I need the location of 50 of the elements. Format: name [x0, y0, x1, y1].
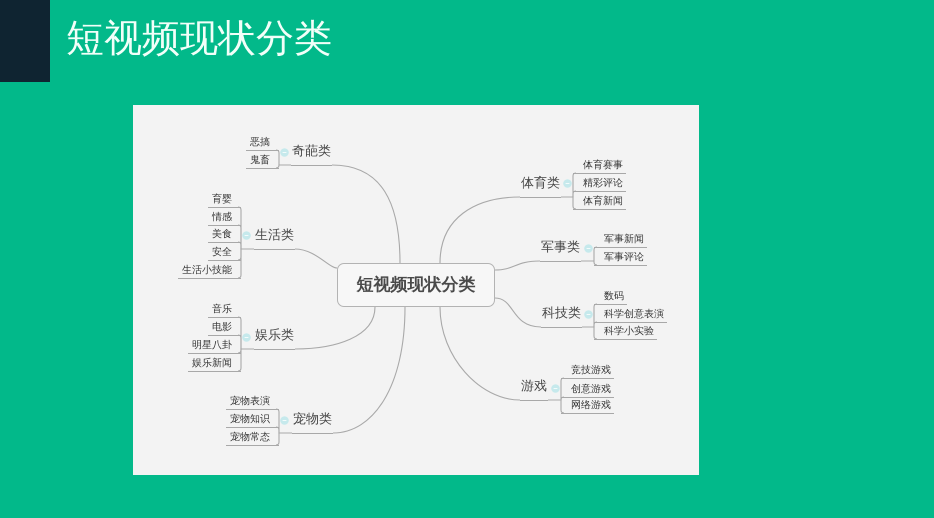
subtopic-label: 数码	[594, 290, 627, 304]
subtopic-label: 娱乐新闻	[188, 356, 241, 372]
connector-line	[439, 306, 520, 401]
subtopic-label: 竞技游戏	[561, 364, 614, 378]
branch-topic-label: 军事类	[540, 238, 581, 262]
subtopic-label: 电影	[208, 320, 241, 336]
subtopic-label: 育婴	[208, 192, 241, 208]
subtopic-label: 宠物知识	[226, 412, 279, 428]
subtopic-label: 精彩评论	[573, 176, 626, 192]
subtopic-label: 鬼畜	[246, 154, 279, 168]
connector-line	[548, 399, 564, 414]
branch-topic-label: 生活类	[254, 226, 295, 250]
subtopic-label: 恶搞	[246, 136, 279, 150]
branch-topic-label: 科技类	[541, 304, 582, 328]
slide-title: 短视频现状分类	[66, 15, 332, 62]
subtopic-label: 生活小技能	[178, 264, 241, 278]
connector-line	[332, 164, 401, 264]
connector-line	[494, 260, 540, 271]
connector-line	[581, 260, 598, 266]
branch-topic-label: 奇葩类	[291, 142, 332, 166]
subtopic-label: 创意游戏	[561, 382, 614, 398]
subtopic-label: 美食	[208, 228, 241, 242]
subtopic-label: 科学小实验	[594, 324, 657, 340]
subtopic-label: 网络游戏	[561, 398, 614, 414]
subtopic-label: 军事评论	[594, 250, 647, 266]
subtopic-label: 军事新闻	[594, 232, 647, 248]
subtopic-label: 科学创意表演	[594, 308, 667, 322]
connector-line	[238, 248, 254, 279]
subtopic-label: 安全	[208, 246, 241, 260]
subtopic-label: 体育赛事	[573, 158, 626, 174]
branch-topic-label: 体育类	[520, 174, 561, 198]
connector-line	[276, 164, 291, 169]
connector-line	[494, 297, 542, 328]
branch-topic-label: 娱乐类	[254, 326, 295, 350]
subtopic-label: 宠物表演	[226, 394, 279, 410]
subtopic-label: 体育新闻	[573, 194, 626, 210]
subtopic-label: 明星八卦	[188, 338, 241, 354]
subtopic-label: 音乐	[208, 302, 241, 318]
connector-line	[332, 306, 406, 434]
connector-line	[439, 196, 520, 264]
central-topic-box: 短视频现状分类	[337, 263, 495, 307]
subtopic-label: 情感	[208, 210, 241, 226]
connector-line	[294, 248, 338, 269]
branch-topic-label: 宠物类	[292, 410, 333, 434]
connector-line	[561, 196, 576, 210]
connector-line	[294, 306, 376, 350]
branch-topic-label: 游戏	[520, 378, 548, 400]
connector-line	[582, 326, 598, 340]
connector-line	[238, 348, 254, 372]
subtopic-label: 宠物常态	[226, 430, 279, 446]
